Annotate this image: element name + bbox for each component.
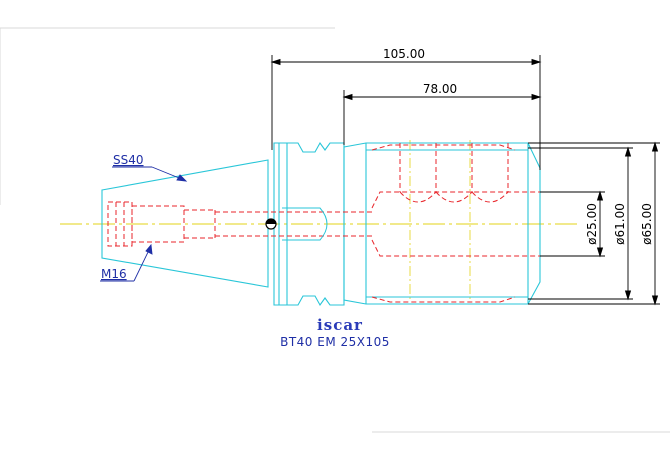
holder-outline: [101, 141, 541, 307]
label-thread: M16: [101, 267, 127, 281]
orientation-hole-fill: [266, 219, 276, 224]
coolant-channel: [282, 207, 328, 241]
dim-bore-diameter: ø25.00: [585, 203, 599, 245]
brand-logo: iscar: [317, 316, 363, 334]
dim-flange-diameter: ø61.00: [613, 203, 627, 245]
dim-body-length: 78.00: [423, 82, 457, 96]
hidden-features: [107, 143, 540, 303]
frame-lines: [0, 27, 670, 433]
leader-lines: [100, 166, 188, 282]
dimension-lines: [270, 55, 660, 306]
label-taper: SS40: [113, 153, 144, 167]
dim-outer-diameter: ø65.00: [640, 203, 654, 245]
dim-overall-length: 105.00: [383, 47, 425, 61]
part-caption: BT40 EM 25X105: [280, 335, 390, 349]
